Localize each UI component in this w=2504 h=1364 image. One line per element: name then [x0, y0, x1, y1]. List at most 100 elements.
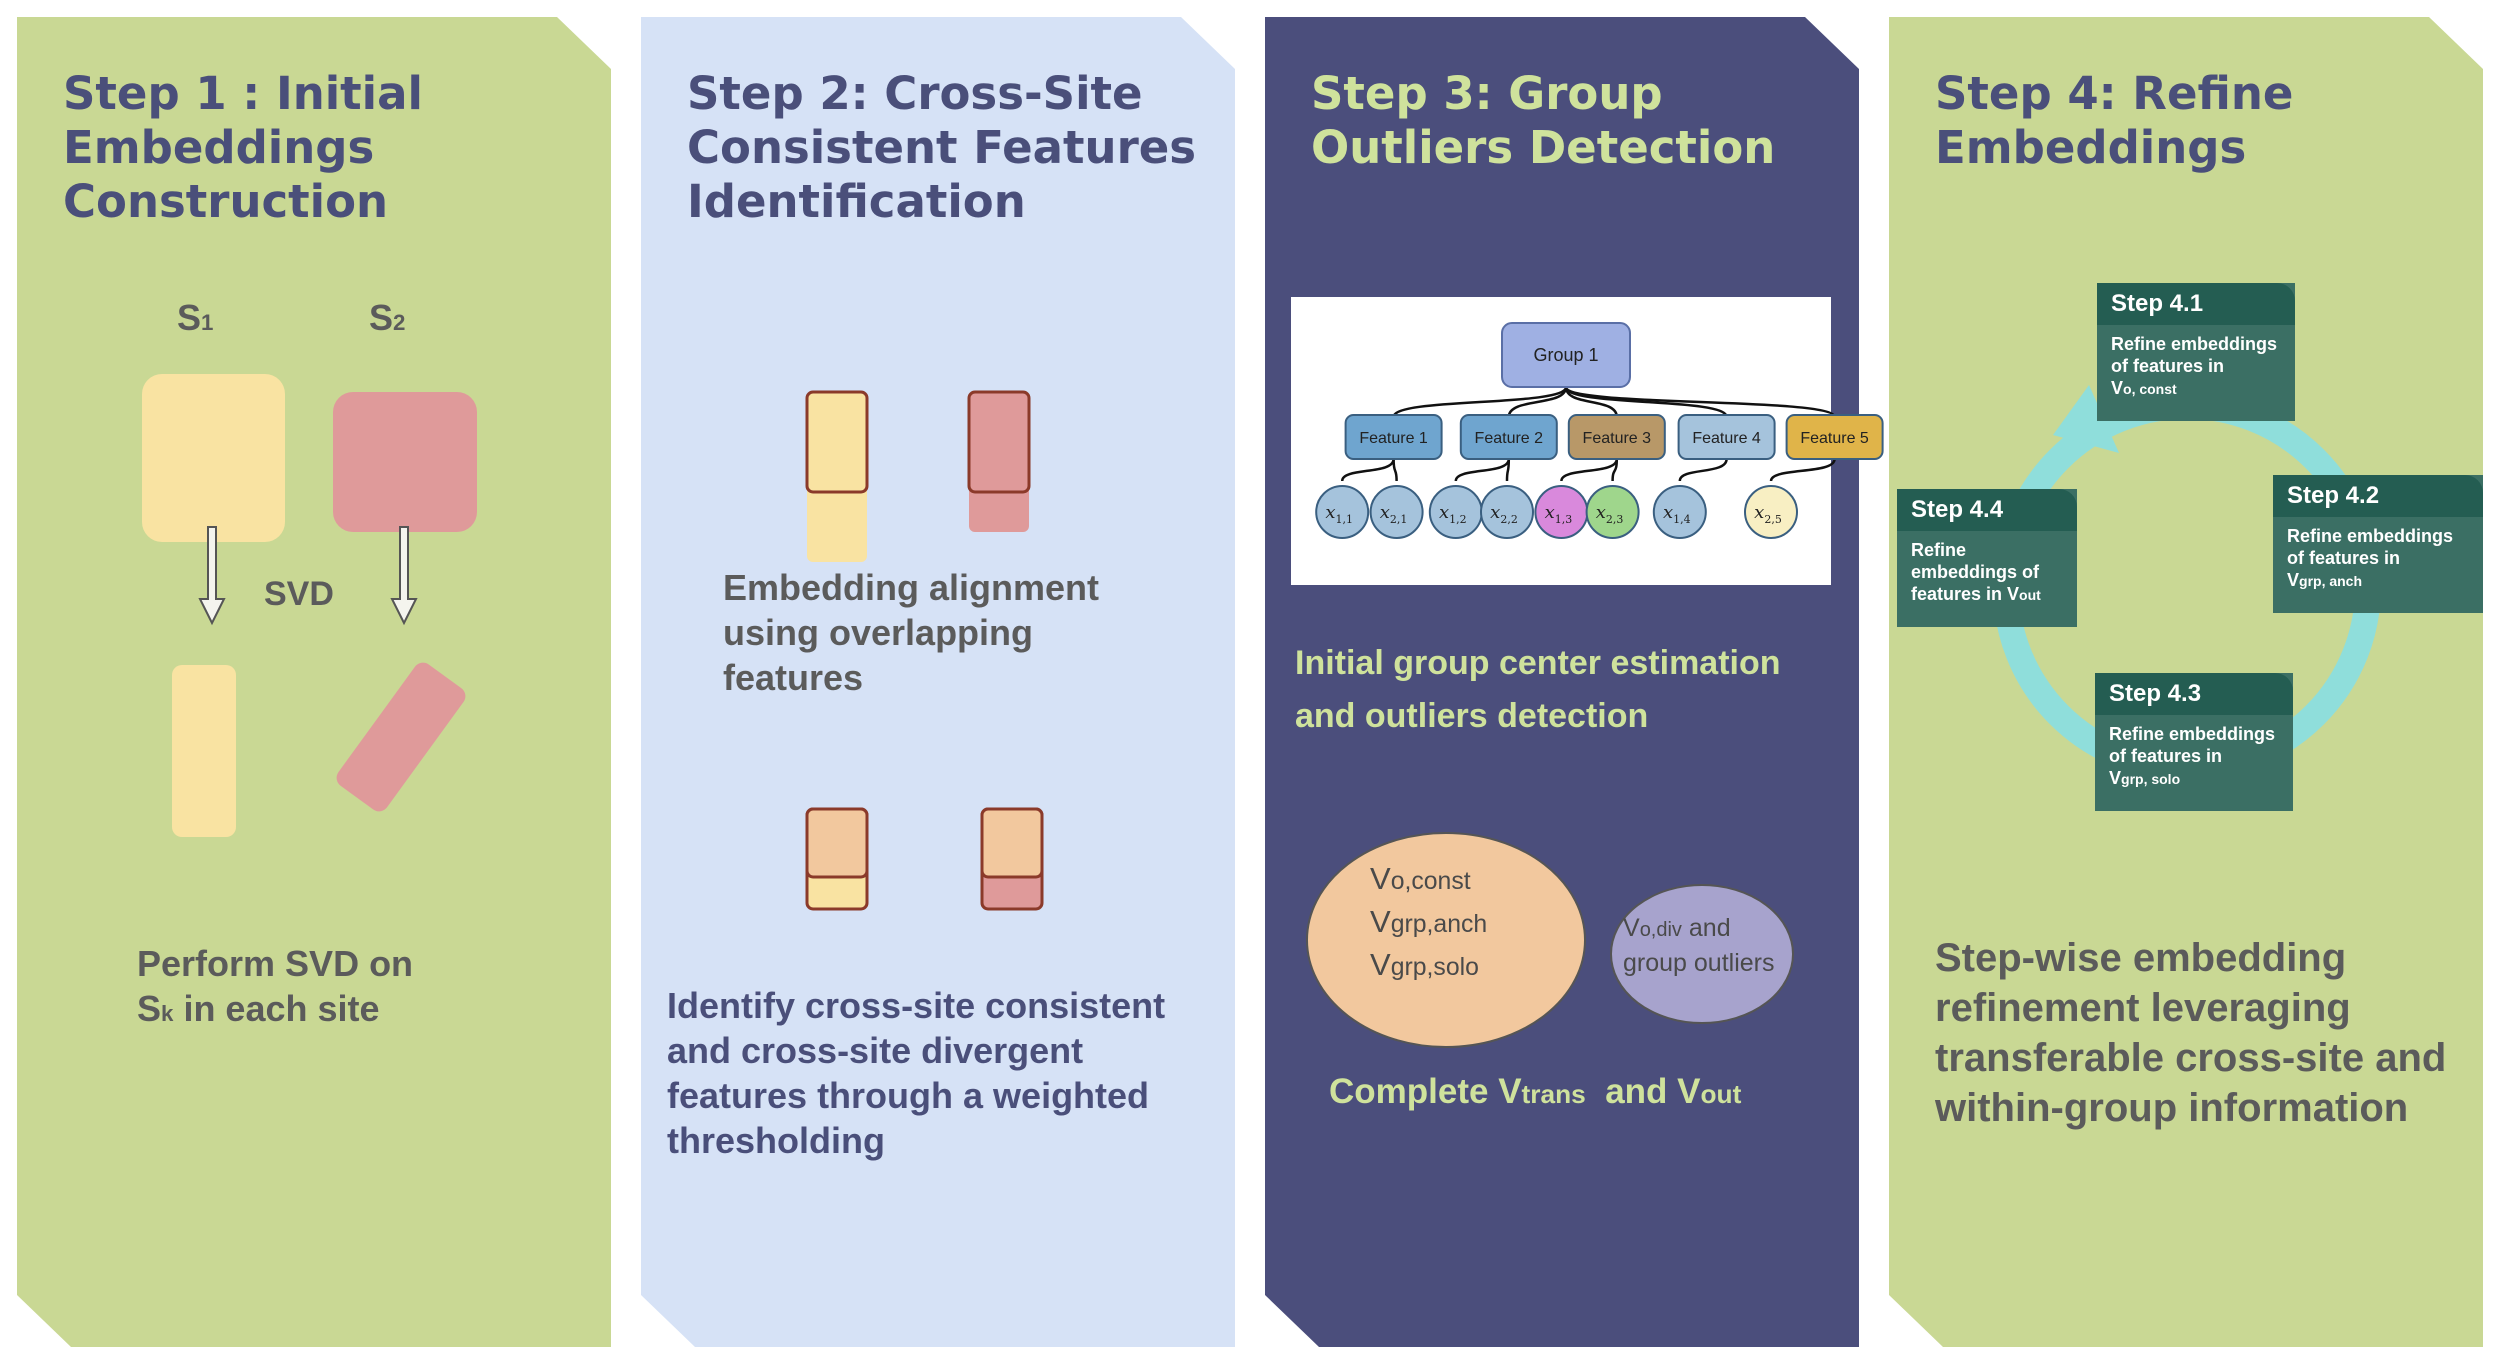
feature-node: Feature 5 — [1785, 414, 1884, 460]
leaf-node: x2,1 — [1369, 485, 1424, 539]
set-div: Vo,div and — [1623, 914, 1731, 942]
tree-edges — [1340, 385, 1836, 482]
feature-node-label: Feature 4 — [1692, 430, 1761, 447]
step4-panel: Step 4: Refine Embeddings Step 4.1 Refin… — [1889, 17, 2483, 1347]
step4-3-header: Step 4.3 — [2095, 673, 2293, 715]
svd-illustration — [142, 374, 477, 837]
group-outliers-label: group outliers — [1623, 949, 1775, 977]
step1-title-line: Embeddings — [63, 121, 375, 174]
step1-title-line: Construction — [63, 175, 389, 228]
feature-node: Feature 3 — [1567, 414, 1666, 460]
step4-1-body: Refine embeddings of features in Vo, con… — [2097, 325, 2295, 408]
step2-title-line: Step 2: Cross-Site — [687, 67, 1143, 120]
step4-1-line: of features in — [2111, 356, 2225, 376]
alignment-illustration — [805, 390, 1044, 911]
step2-caption-line: and cross-site divergent — [667, 1030, 1084, 1071]
tree-edge — [1454, 458, 1511, 482]
step4-title-line: Embeddings — [1935, 121, 2247, 174]
step2-caption-line: thresholding — [667, 1120, 885, 1161]
step4-caption-line: within-group information — [1935, 1086, 2409, 1130]
feature-node-label: Feature 3 — [1583, 430, 1652, 447]
outlier-sets-text: Vo,div and group outliers — [1623, 912, 1774, 980]
alignment-caption-line: features — [723, 657, 864, 698]
step4-2-line: Refine embeddings — [2287, 526, 2454, 546]
aligned-overlap-right — [980, 807, 1044, 879]
group-node: Group 1 — [1501, 322, 1631, 388]
step4-2-line: of features in — [2287, 548, 2401, 568]
leaf-node: x2,2 — [1480, 485, 1534, 539]
leaf-node: x1,1 — [1315, 485, 1370, 539]
s1-label: S1 — [177, 297, 214, 338]
step2-caption-line: features through a weighted — [667, 1075, 1150, 1116]
step4-3-line: Refine embeddings — [2109, 724, 2276, 744]
tree-edge — [1564, 386, 1619, 418]
step1-caption-line: Perform SVD on — [137, 943, 414, 984]
step2-caption: Identify cross-site consistent and cross… — [667, 983, 1165, 1163]
step4-1-set: Vo, const — [2111, 378, 2177, 398]
step1-title-line: Step 1 : Initial — [63, 67, 423, 120]
step4-caption-line: refinement leveraging — [1935, 986, 2351, 1030]
tree-edge — [1505, 458, 1511, 482]
leaf-node: x1,3 — [1534, 485, 1589, 539]
aligned-overlap-left — [805, 807, 869, 879]
step3-title: Step 3: Group Outliers Detection — [1311, 67, 1775, 175]
step4-2-body: Refine embeddings of features in Vgrp, a… — [2273, 517, 2483, 600]
step3-title-line: Outliers Detection — [1311, 121, 1776, 174]
step4-4-header: Step 4.4 — [1897, 489, 2077, 531]
set-solo: Vgrp,solo — [1370, 947, 1479, 982]
s2-embedding — [336, 662, 466, 812]
step4-3-set: Vgrp, solo — [2109, 768, 2181, 788]
step1-panel: Step 1 : Initial Embeddings Construction… — [17, 17, 611, 1347]
alignment-caption-line: using overlapping — [723, 612, 1034, 653]
step4-4-line: Refine — [1911, 540, 1967, 560]
transferable-sets-ellipse — [1306, 832, 1586, 1048]
step2-title-line: Identification — [687, 175, 1026, 228]
tree-edge — [1507, 386, 1568, 418]
step4-2-box: Step 4.2 Refine embeddings of features i… — [2273, 475, 2483, 613]
step4-1-header: Step 4.1 — [2097, 283, 2295, 325]
complete-sets-caption: Complete Vtrans and Vout — [1329, 1072, 1742, 1111]
step4-3-box: Step 4.3 Refine embeddings of features i… — [2095, 673, 2293, 811]
step4-1-box: Step 4.1 Refine embeddings of features i… — [2097, 283, 2295, 421]
svd-label: SVD — [264, 575, 334, 613]
alignment-caption-line: Embedding alignment — [723, 567, 1100, 608]
step4-2-header: Step 4.2 — [2273, 475, 2483, 517]
feature-node-label: Feature 2 — [1475, 430, 1544, 447]
step3-title-line: Step 3: Group — [1311, 67, 1663, 120]
step4-2-set: Vgrp, anch — [2287, 570, 2363, 590]
leaf-node: x1,4 — [1652, 485, 1707, 539]
leaf-node: x2,5 — [1744, 485, 1798, 539]
step4-4-body: Refine embeddings of features in Vout — [1897, 531, 2077, 614]
tree-edge — [1611, 458, 1619, 482]
leaf-node: x1,2 — [1428, 485, 1483, 539]
step3-caption: Initial group center estimation and outl… — [1295, 637, 1781, 743]
step2-title-line: Consistent Features — [687, 121, 1197, 174]
step4-1-line: Refine embeddings — [2111, 334, 2278, 354]
feature-node: Feature 1 — [1344, 414, 1443, 460]
feature-node: Feature 4 — [1677, 414, 1776, 460]
step1-caption: Perform SVD on Sk in each site — [137, 941, 413, 1036]
step4-4-set: features in Vout — [1911, 584, 2041, 604]
step3-caption-line: Initial group center estimation — [1295, 644, 1781, 682]
s2-matrix — [333, 392, 477, 532]
alignment-caption: Embedding alignment using overlapping fe… — [723, 565, 1099, 700]
outlier-sets-ellipse — [1610, 884, 1794, 1024]
step4-caption-line: transferable cross-site and — [1935, 1036, 2447, 1080]
step4-caption-line: Step-wise embedding — [1935, 936, 2347, 980]
svd-arrow-left — [198, 526, 226, 626]
step2-panel: Step 2: Cross-Site Consistent Features I… — [641, 17, 1235, 1347]
step4-title: Step 4: Refine Embeddings — [1935, 67, 2293, 175]
step4-title-line: Step 4: Refine — [1935, 67, 2294, 120]
step2-title: Step 2: Cross-Site Consistent Features I… — [687, 67, 1196, 229]
step2-caption-line: Identify cross-site consistent — [667, 985, 1166, 1026]
set-anch: Vgrp,anch — [1370, 904, 1488, 939]
step4-caption: Step-wise embedding refinement leveragin… — [1935, 933, 2446, 1133]
tree-edge — [1560, 458, 1619, 482]
tree-edge — [1392, 458, 1398, 482]
tree-edge — [1769, 458, 1836, 482]
transferable-sets-text: Vo,const Vgrp,anch Vgrp,solo — [1370, 859, 1487, 988]
embedding-yellow-overlap — [805, 390, 869, 494]
step4-4-box: Step 4.4 Refine embeddings of features i… — [1897, 489, 2077, 627]
tree-edge — [1564, 386, 1728, 418]
